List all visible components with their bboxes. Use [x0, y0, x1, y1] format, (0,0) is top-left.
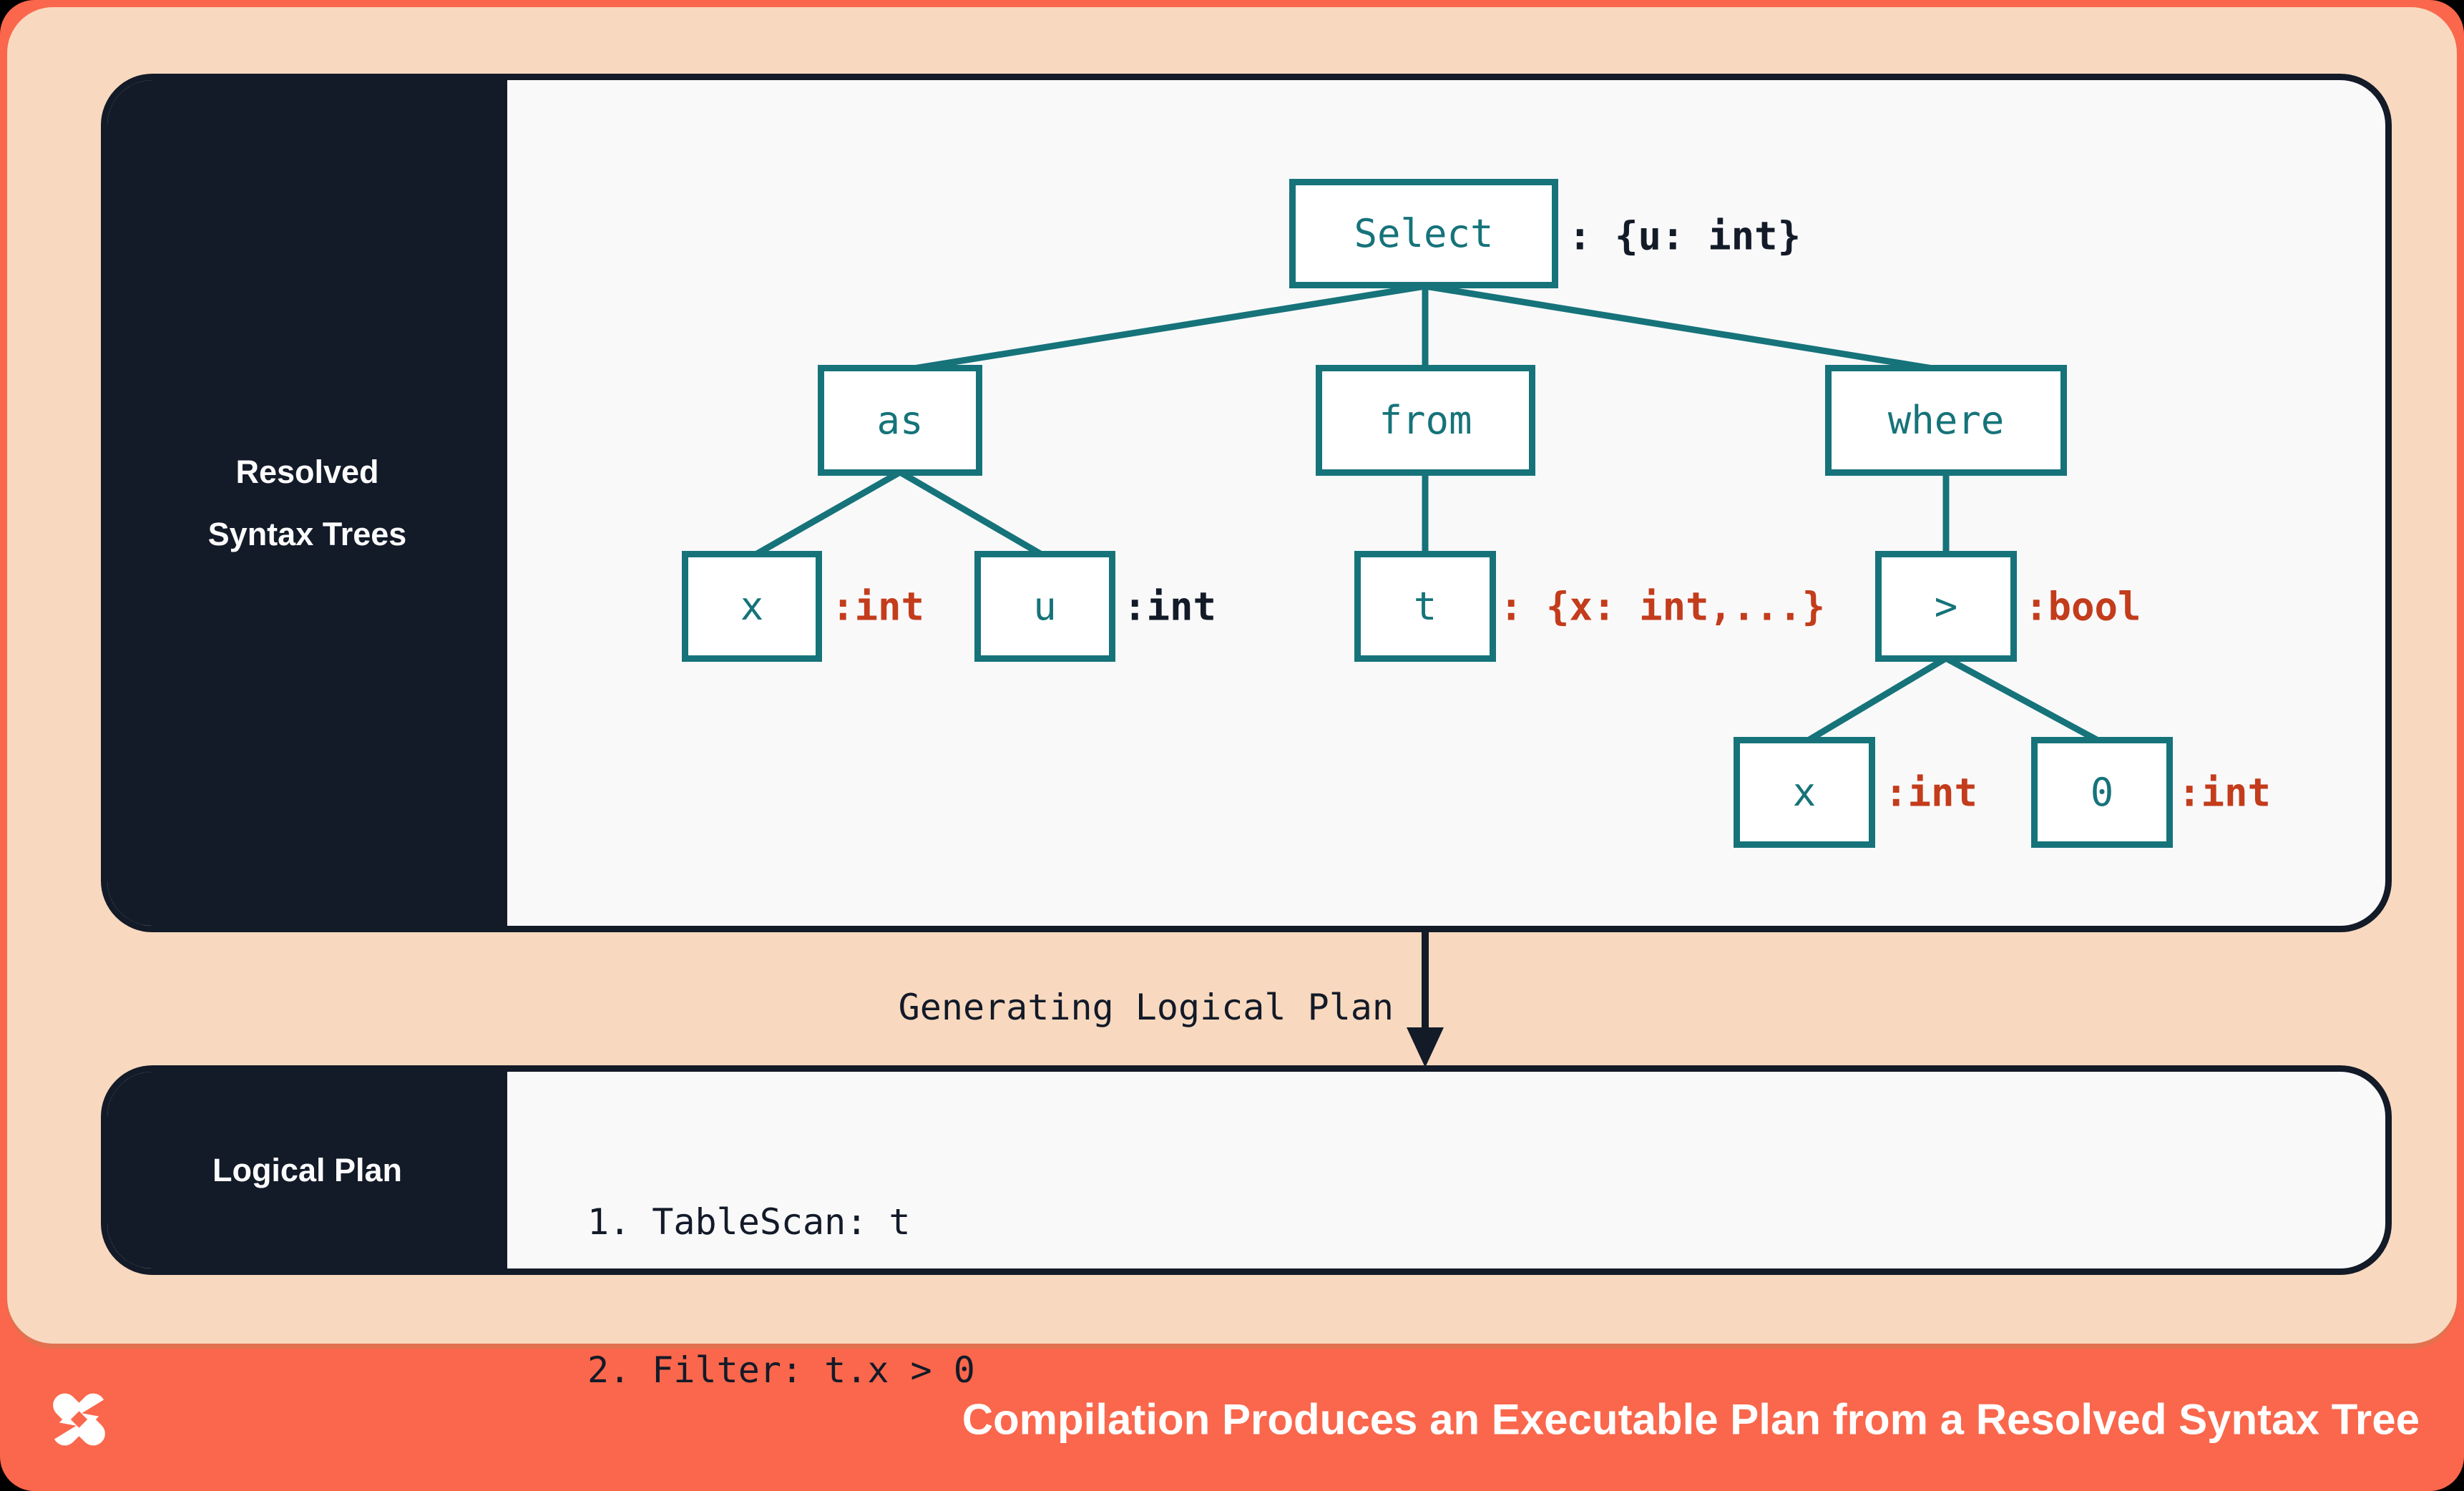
node-zero-literal: 0: [2031, 737, 2173, 848]
node-zero-literal-label: 0: [2090, 770, 2114, 815]
type-annotation-t-table: : {x: int,...}: [1500, 584, 1826, 630]
node-from: from: [1316, 365, 1535, 476]
node-x-column-label: x: [740, 584, 764, 629]
logical-plan-panel: Logical Plan: [101, 1065, 2392, 1275]
generating-logical-plan-label: Generating Logical Plan: [898, 987, 1394, 1028]
node-as-label: as: [876, 398, 924, 443]
logical-plan-step: 1. TableScan: t: [587, 1201, 911, 1243]
node-from-label: from: [1379, 398, 1472, 443]
type-annotation-x-column: :int: [831, 584, 925, 630]
sidebar-label-line2: Syntax Trees: [207, 516, 407, 552]
type-annotation-select: : {u: int}: [1568, 213, 1801, 259]
type-annotation-zero-literal: :int: [2178, 770, 2272, 816]
dolt-pinwheel-logo-icon: [45, 1393, 113, 1446]
node-as: as: [818, 365, 982, 476]
logical-plan-sidebar: Logical Plan: [107, 1072, 507, 1268]
logical-plan-steps: 1. TableScan: t 2. Filter: t.x > 0 3. Pr…: [587, 1099, 1082, 1491]
node-x-column: x: [682, 551, 822, 662]
node-t-table-label: t: [1413, 584, 1437, 629]
node-u-alias: u: [974, 551, 1115, 662]
node-greater-than-label: >: [1934, 584, 1958, 629]
type-annotation-u-alias: :int: [1123, 584, 1217, 630]
sidebar-label-line1: Resolved: [235, 454, 379, 490]
node-where-label: where: [1887, 398, 2005, 443]
node-select: Select: [1289, 179, 1558, 288]
node-u-alias-label: u: [1033, 584, 1057, 629]
type-annotation-x-operand: :int: [1884, 770, 1978, 816]
node-where: where: [1825, 365, 2067, 476]
node-select-label: Select: [1354, 211, 1494, 256]
resolved-syntax-trees-sidebar: Resolved Syntax Trees: [107, 80, 507, 926]
logical-plan-sidebar-label: Logical Plan: [212, 1152, 403, 1188]
node-x-operand-label: x: [1792, 770, 1817, 815]
node-greater-than: >: [1875, 551, 2017, 662]
footer-title: Compilation Produces an Executable Plan …: [962, 1395, 2420, 1444]
node-t-table: t: [1354, 551, 1496, 662]
logical-plan-step: 2. Filter: t.x > 0: [587, 1349, 975, 1391]
node-x-operand: x: [1734, 737, 1875, 848]
resolved-syntax-trees-panel: Resolved Syntax Trees: [101, 74, 2392, 932]
type-annotation-greater-than: :bool: [2025, 584, 2141, 630]
